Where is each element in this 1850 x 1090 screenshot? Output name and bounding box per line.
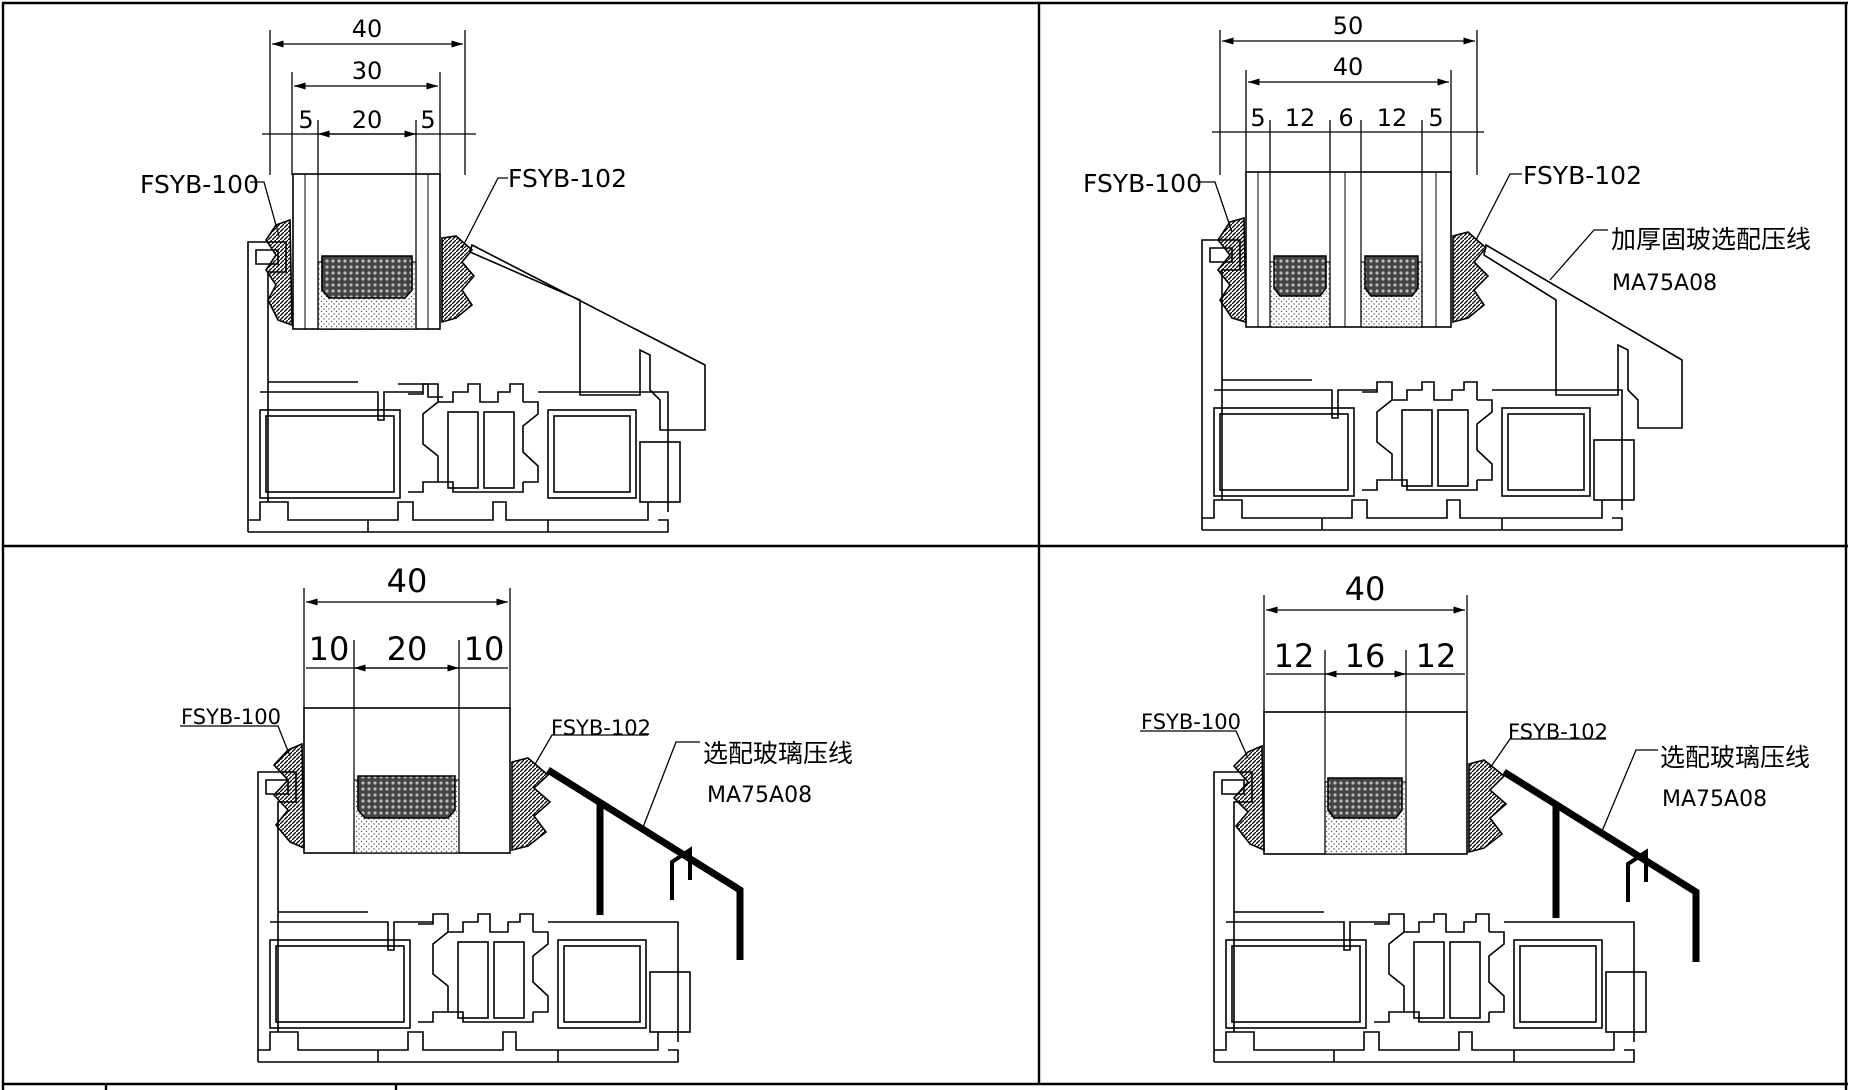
glass-unit (292, 173, 441, 330)
label-fsyb-102: FSYB-102 (1508, 720, 1608, 744)
leader-lines (1196, 173, 1608, 281)
right-gasket-shape (1468, 759, 1508, 854)
section-panel-4: 40 12 16 12 FSYB-100 FSYB-102 选配玻璃压线 (1140, 570, 1810, 1063)
label-fsyb-100: FSYB-100 (1083, 169, 1202, 198)
glass-unit (303, 707, 511, 854)
dim-seg-5: 5 (1428, 104, 1443, 132)
label-fsyb-100: FSYB-100 (1141, 710, 1241, 734)
dim-seg-right: 5 (420, 106, 435, 134)
glazing-bead (469, 243, 706, 431)
dim-overall: 40 (352, 15, 383, 43)
dim-seg-2: 12 (1285, 104, 1316, 132)
label-fsyb-102: FSYB-102 (551, 716, 651, 740)
dim-inner: 40 (1333, 53, 1364, 81)
glazing-bead (1483, 243, 1683, 429)
right-gasket-shape (441, 235, 476, 324)
label-bead-note: 选配玻璃压线 (1660, 743, 1810, 772)
dim-overall: 50 (1333, 12, 1364, 40)
left-gasket-shape (1232, 744, 1265, 852)
right-gasket-shape (1452, 231, 1490, 324)
glazing-bead (1502, 769, 1700, 962)
dim-seg-mid: 16 (1345, 637, 1386, 675)
glass-unit (1245, 171, 1452, 328)
leader-lines (180, 725, 700, 831)
leader-lines (1140, 730, 1658, 837)
dimension-lines (262, 30, 476, 175)
dim-seg-mid: 20 (387, 630, 428, 668)
glazing-bead (546, 767, 744, 960)
label-bead-note: 选配玻璃压线 (703, 739, 853, 768)
dim-seg-left: 10 (309, 630, 350, 668)
label-fsyb-102: FSYB-102 (508, 164, 627, 193)
dimension-lines (303, 588, 511, 710)
dim-seg-left: 5 (298, 106, 313, 134)
label-bead-note: 加厚固玻选配压线 (1611, 225, 1811, 254)
label-bead-code: MA75A08 (1662, 787, 1767, 812)
section-panel-2: 50 40 5 12 6 12 5 (1083, 12, 1811, 531)
dim-seg-3: 6 (1338, 104, 1353, 132)
section-panel-3: 40 10 20 10 FSYB-100 FSYB-102 选配玻璃压线 (180, 562, 853, 1063)
right-gasket-shape (511, 757, 552, 852)
label-fsyb-102: FSYB-102 (1523, 161, 1642, 190)
dimension-lines (1212, 30, 1484, 175)
frame-profile (247, 241, 681, 533)
leader-lines (250, 177, 508, 249)
section-panel-1: 40 30 5 20 5 FSYB-100 FSYB-1 (140, 15, 706, 533)
dim-overall: 40 (387, 562, 428, 600)
dim-overall: 40 (1345, 570, 1386, 608)
dim-seg-1: 5 (1250, 104, 1265, 132)
dimension-lines (1263, 595, 1468, 712)
label-fsyb-100: FSYB-100 (181, 705, 281, 729)
label-fsyb-100: FSYB-100 (140, 170, 259, 199)
glass-unit (1263, 711, 1468, 855)
dim-seg-mid: 20 (352, 106, 383, 134)
dim-inner: 30 (352, 57, 383, 85)
dim-seg-left: 12 (1274, 637, 1315, 675)
dim-seg-4: 12 (1377, 104, 1408, 132)
dim-seg-right: 12 (1416, 637, 1457, 675)
label-bead-code: MA75A08 (1612, 271, 1717, 296)
label-bead-code: MA75A08 (707, 783, 812, 808)
dim-seg-right: 10 (464, 630, 505, 668)
